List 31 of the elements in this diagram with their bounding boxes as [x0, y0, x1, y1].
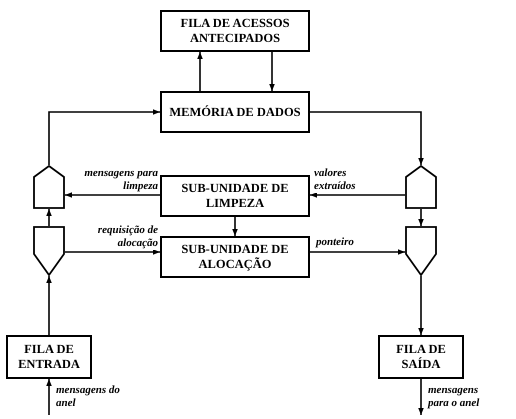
box-label: FILA DE ACESSOS ANTECIPADOS	[179, 16, 291, 46]
arrow	[46, 379, 52, 415]
arrow	[65, 249, 160, 255]
process-box	[6, 335, 92, 379]
arrow	[48, 109, 160, 165]
box-label: SUB-UNIDADE DE LIMPEZA	[180, 181, 290, 211]
split-symbol	[33, 226, 65, 276]
arrow	[197, 52, 203, 91]
merge-symbol	[405, 165, 437, 209]
merge-symbol	[33, 165, 65, 209]
split-symbol	[405, 226, 437, 276]
arrow	[269, 52, 275, 91]
arrow	[418, 379, 424, 415]
box-label: SUB-UNIDADE DE ALOCAÇÃO	[180, 242, 290, 272]
process-box	[160, 10, 310, 52]
arrow	[310, 192, 405, 198]
process-box	[160, 91, 310, 133]
arrow	[232, 217, 238, 236]
arrow	[310, 249, 405, 255]
process-box	[160, 175, 310, 217]
arrow	[418, 209, 424, 226]
process-box	[378, 335, 464, 379]
box-label: FILA DE ENTRADA	[17, 342, 81, 372]
arrow	[65, 192, 160, 198]
arrow	[310, 111, 424, 165]
box-label: FILA DE SAÍDA	[395, 342, 447, 372]
arrow	[418, 276, 424, 335]
arrow	[46, 209, 52, 226]
process-box	[160, 236, 310, 278]
arrow	[46, 276, 52, 335]
box-label: MEMÓRIA DE DADOS	[168, 104, 302, 120]
